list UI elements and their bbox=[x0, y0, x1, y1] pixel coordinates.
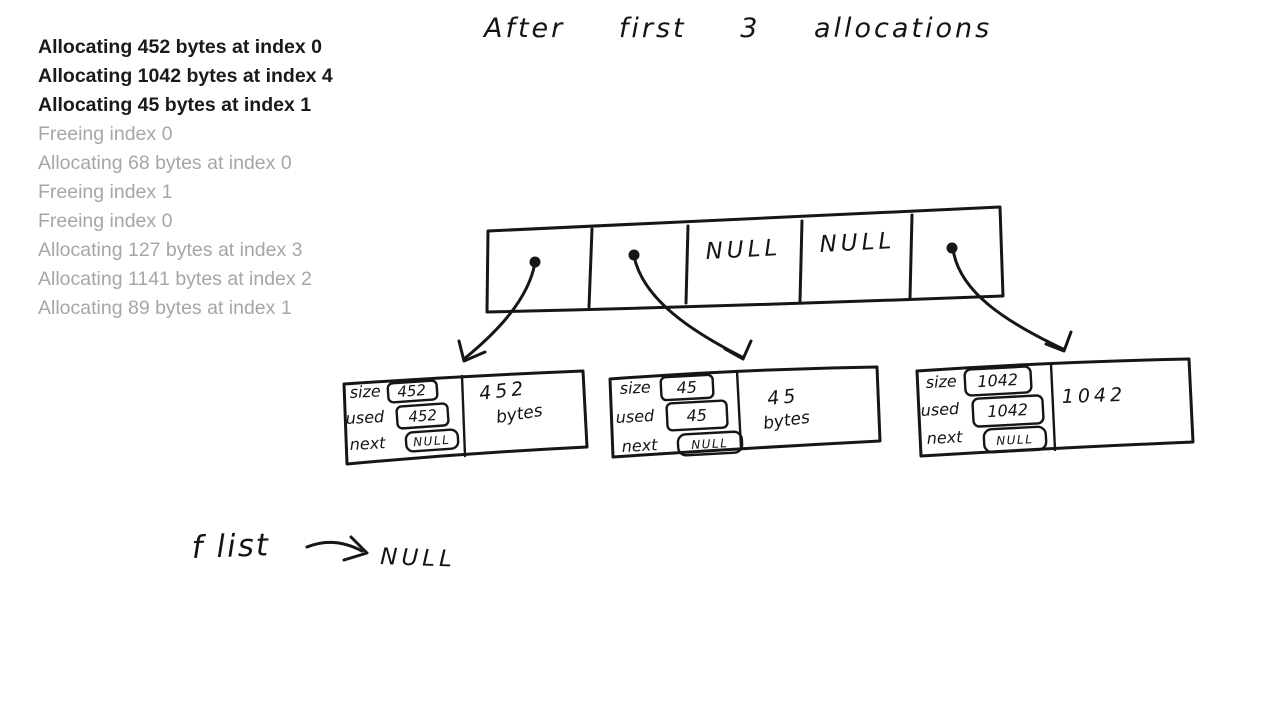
log-line-1: Allocating 1042 bytes at index 4 bbox=[38, 65, 333, 87]
block-1-next-value: NULL bbox=[691, 436, 729, 452]
block-0-note-line2: bytes bbox=[495, 401, 545, 428]
block-1-outline bbox=[608, 365, 882, 459]
cell-divider-1 bbox=[587, 227, 594, 309]
block-0-next-value: NULL bbox=[413, 433, 451, 450]
log-line-7: Allocating 127 bytes at index 3 bbox=[38, 239, 303, 261]
block-2-next-label: next bbox=[926, 427, 963, 448]
free-list-label: f list bbox=[191, 527, 271, 566]
pointer-array: NULL NULL bbox=[485, 205, 1005, 314]
log-line-6: Freeing index 0 bbox=[38, 210, 173, 232]
allocation-log: Allocating 452 bytes at index 0 Allocati… bbox=[38, 33, 333, 323]
block-0-used-box bbox=[395, 402, 450, 430]
block-1-size-box bbox=[659, 373, 715, 402]
block-1-note-line1: 45 bbox=[766, 385, 800, 410]
cell-3-null-label: NULL bbox=[819, 228, 896, 258]
block-2-size-label: size bbox=[925, 371, 957, 392]
log-line-5: Freeing index 1 bbox=[38, 181, 173, 203]
block-2-next-value: NULL bbox=[996, 432, 1034, 448]
block-0-size-value: 452 bbox=[397, 381, 427, 401]
block-2-next-box bbox=[982, 425, 1048, 454]
block-1-used-value: 45 bbox=[686, 405, 707, 425]
block-1-note-line2: bytes bbox=[762, 408, 811, 434]
block-2-divider bbox=[1049, 362, 1057, 452]
block-0-note-line1: 452 bbox=[478, 377, 529, 405]
arrow-to-block-1-head bbox=[723, 339, 753, 361]
log-line-8: Allocating 1141 bytes at index 2 bbox=[38, 268, 312, 290]
arrow-to-block-0 bbox=[462, 261, 537, 361]
block-0-divider bbox=[460, 374, 467, 458]
block-0-used-value: 452 bbox=[408, 406, 438, 426]
free-list-arrow bbox=[305, 540, 364, 553]
block-2-size-value: 1042 bbox=[977, 370, 1019, 391]
arrow-to-block-0-head bbox=[457, 339, 487, 363]
block-0-size-label: size bbox=[349, 381, 381, 402]
free-list-arrow-head bbox=[342, 535, 369, 562]
block-0-outline bbox=[342, 369, 589, 466]
pointer-array-outline bbox=[485, 205, 1005, 314]
block-1-used-label: used bbox=[615, 406, 655, 427]
free-list-note: f list NULL bbox=[191, 527, 456, 572]
diagram-title: After first 3 allocations bbox=[484, 13, 993, 44]
block-1-size-label: size bbox=[619, 377, 651, 398]
memory-block-2: size used next 1042 1042 NULL 1042 bbox=[915, 357, 1195, 458]
block-1-size-value: 45 bbox=[676, 377, 697, 397]
arrow-to-block-2 bbox=[951, 247, 1065, 351]
block-2-size-box bbox=[963, 365, 1033, 397]
cell-divider-2 bbox=[684, 224, 690, 305]
arrow-to-block-2-head bbox=[1044, 330, 1073, 353]
cell-divider-3 bbox=[798, 219, 804, 303]
block-0-next-box bbox=[404, 428, 460, 453]
log-line-0: Allocating 452 bytes at index 0 bbox=[38, 36, 322, 58]
cell-divider-4 bbox=[908, 213, 914, 300]
block-2-used-label: used bbox=[920, 399, 960, 420]
block-0-next-label: next bbox=[349, 433, 386, 454]
cell-2-null-label: NULL bbox=[705, 235, 782, 265]
memory-block-0: size used next 452 452 NULL 452 bytes bbox=[342, 369, 589, 466]
block-1-used-box bbox=[665, 399, 729, 432]
block-0-size-box bbox=[386, 379, 439, 404]
block-2-note-line1: 1042 bbox=[1061, 384, 1126, 408]
free-list-value: NULL bbox=[380, 544, 457, 573]
block-2-used-value: 1042 bbox=[987, 400, 1029, 421]
memory-block-1: size used next 45 45 NULL 45 bytes bbox=[608, 365, 882, 459]
log-line-4: Allocating 68 bytes at index 0 bbox=[38, 152, 292, 174]
block-1-next-label: next bbox=[621, 435, 658, 456]
block-1-next-box bbox=[676, 430, 744, 457]
block-0-used-label: used bbox=[345, 407, 385, 428]
pointer-arrows bbox=[457, 247, 1073, 363]
log-line-3: Freeing index 0 bbox=[38, 123, 173, 145]
log-line-2: Allocating 45 bytes at index 1 bbox=[38, 94, 312, 116]
block-2-used-box bbox=[971, 394, 1045, 428]
log-line-9: Allocating 89 bytes at index 1 bbox=[38, 297, 292, 319]
